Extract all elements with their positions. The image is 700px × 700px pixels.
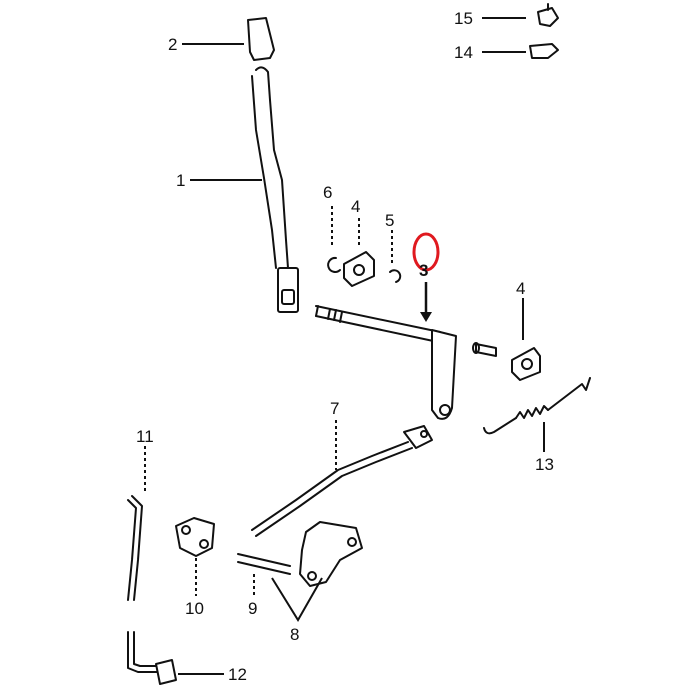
part-9-pin: 9 (237, 553, 291, 618)
part-6-circlip: 6 (323, 183, 341, 273)
part-14-clip: 14 (454, 43, 559, 62)
callout-14: 14 (454, 43, 473, 62)
part-12-end-fitting: 12 (155, 659, 247, 685)
callout-6: 6 (323, 183, 332, 202)
callout-1: 1 (176, 171, 185, 190)
part-11-rod: 11 (127, 427, 159, 673)
callout-15: 15 (454, 9, 473, 28)
callout-11: 11 (136, 427, 154, 446)
callout-9: 9 (248, 599, 257, 618)
callout-3-arrow-icon (420, 312, 432, 322)
callout-5: 5 (385, 211, 394, 230)
part-3-shift-shaft: 3 (315, 232, 497, 420)
part-15-fitting: 15 (454, 3, 559, 28)
callout-4-left: 4 (351, 197, 360, 216)
callout-3-highlight-ring (412, 232, 440, 272)
callout-4-right: 4 (516, 279, 525, 298)
callout-7: 7 (330, 399, 339, 418)
callout-13: 13 (535, 455, 554, 474)
callout-12: 12 (228, 665, 247, 684)
part-1-shift-lever: 1 (176, 66, 299, 313)
part-13-spring: 13 (483, 377, 591, 474)
callout-8: 8 (290, 625, 299, 644)
part-4-bushing-right: 4 (511, 279, 541, 381)
callout-10: 10 (185, 599, 204, 618)
part-2-knob: 2 (168, 17, 275, 61)
part-7-cable: 7 (251, 399, 433, 537)
part-8-bracket: 8 (271, 521, 363, 644)
part-4-bushing-left: 4 (343, 197, 375, 287)
part-5-circlip: 5 (385, 211, 402, 283)
callout-3: 3 (419, 261, 428, 280)
part-10-linkage: 10 (175, 517, 215, 618)
callout-2: 2 (168, 35, 177, 54)
